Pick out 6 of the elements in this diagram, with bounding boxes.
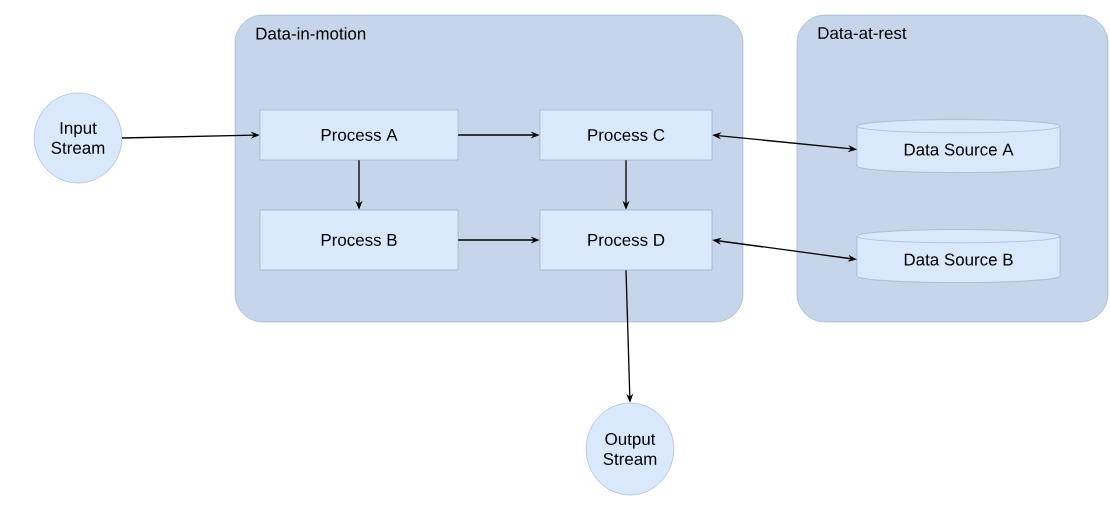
process-box: Process B [259,209,459,271]
database-cylinder: Data Source B [856,229,1061,283]
process-box: Process A [259,109,459,161]
process-box: Process C [539,109,713,161]
database-cylinder: Data Source A [856,119,1061,173]
process-box: Process D [539,209,713,271]
